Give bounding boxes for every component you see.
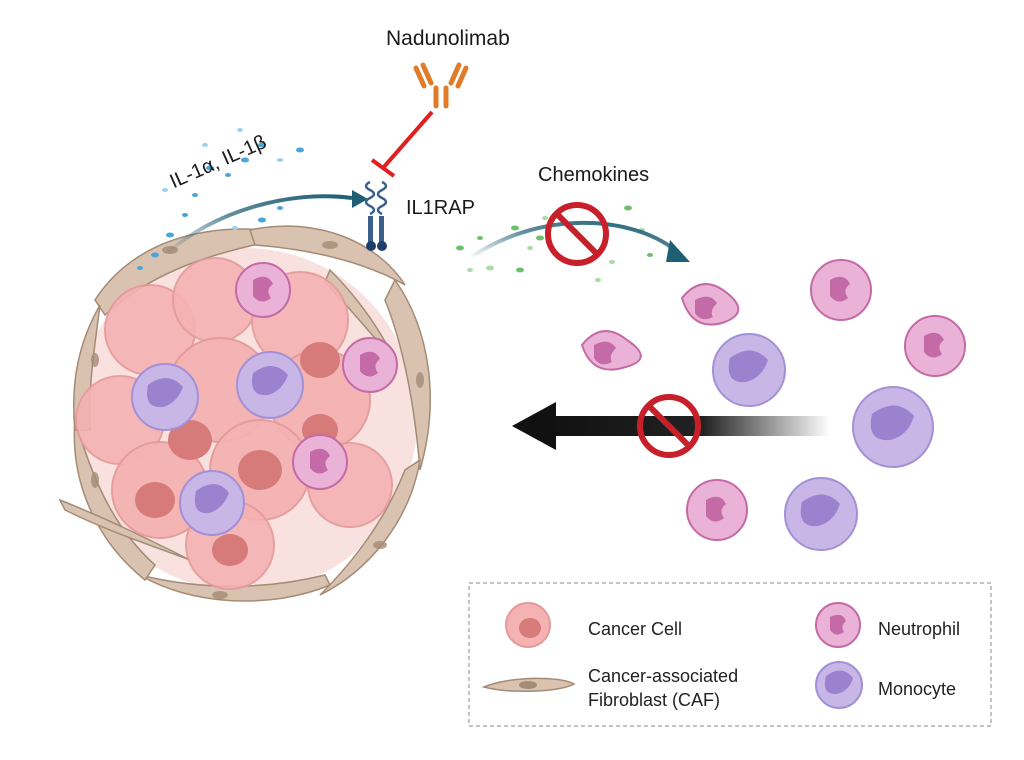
- tumor-monocytes: [131, 351, 304, 536]
- receptor-icon: [364, 180, 388, 251]
- no-entry-sign-icon: [545, 202, 609, 266]
- inhibition-line: [381, 110, 434, 170]
- no-entry-sign-icon: [637, 394, 701, 458]
- legend-neutrophil-label: Neutrophil: [878, 619, 961, 639]
- caf-ring: [58, 225, 431, 602]
- legend-cancer-cell-swatch: [505, 602, 551, 648]
- il1-signal-arrow: [163, 194, 353, 257]
- migration-arrow-icon: [512, 402, 830, 450]
- legend-monocyte-swatch: [815, 661, 863, 709]
- receptor-label: IL1RAP: [406, 197, 475, 219]
- legend-caf-swatch: [481, 677, 576, 693]
- peripheral-neutrophils: [580, 259, 966, 541]
- antibody-icon: [413, 62, 469, 109]
- legend-caf-label-line1: Cancer-associated: [588, 666, 739, 686]
- chemokine-label: Chemokines: [538, 164, 650, 186]
- peripheral-monocytes: [712, 333, 934, 551]
- chemokine-arrow: [468, 220, 677, 260]
- chemokine-arrow-head: [666, 240, 690, 262]
- il1-cytokine-particles: [137, 128, 304, 270]
- tumor-neutrophils: [235, 262, 398, 490]
- drug-label: Nadunolimab: [386, 27, 510, 50]
- legend-neutrophil-swatch: [815, 602, 861, 648]
- legend-caf-label-line2: Fibroblast (CAF): [588, 690, 721, 710]
- inhibition-bar: [370, 158, 396, 178]
- legend: [468, 582, 992, 727]
- tumor-mass: [58, 225, 431, 602]
- legend-cancer-cell-label: Cancer Cell: [588, 619, 683, 639]
- legend-monocyte-label: Monocyte: [878, 679, 957, 699]
- il1-arrow-head: [352, 190, 368, 208]
